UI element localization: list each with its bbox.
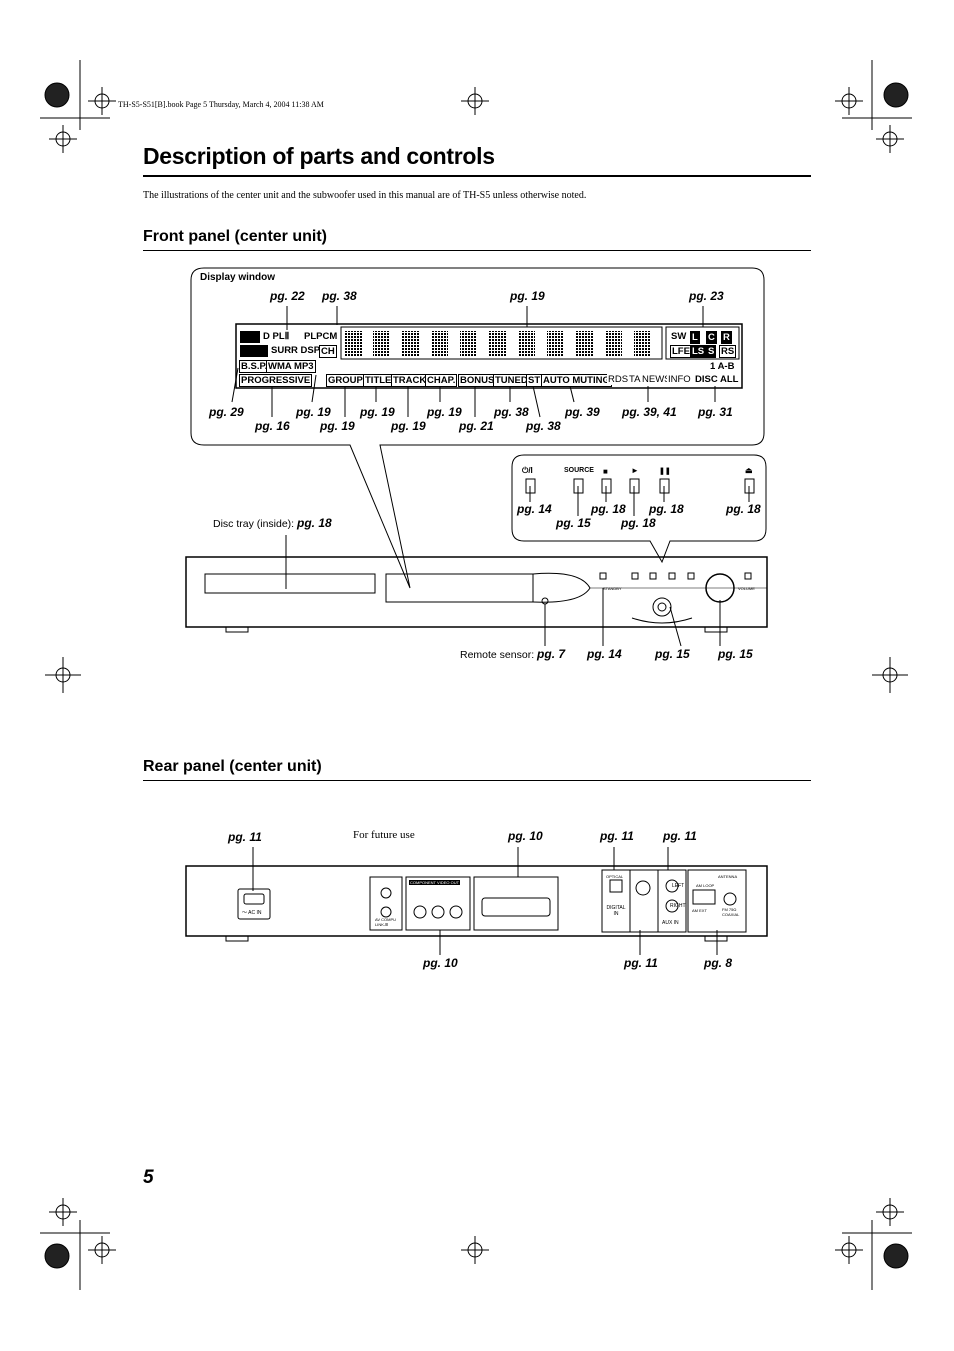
ref-pg19-b: pg. 19: [360, 405, 395, 419]
ref-pg38-b: pg. 38: [526, 419, 561, 433]
ref-rear-pg10-a: pg. 10: [508, 829, 543, 843]
indicator-ls: LS: [690, 345, 707, 358]
ref-rear-pg11-d: pg. 11: [624, 956, 658, 970]
ref-pg16: pg. 16: [255, 419, 290, 433]
remote-sensor-label: Remote sensor: pg. 7: [460, 647, 566, 661]
am-ext-label: AM EXT: [692, 908, 707, 913]
eject-button-label: ⏏: [745, 466, 753, 475]
ref-pg38: pg. 38: [322, 289, 357, 303]
power-button-label: ⏻/I: [522, 466, 533, 475]
indicator-wma-mp3: WMA MP3: [266, 360, 316, 373]
ref-btn-pg18-b: pg. 18: [649, 502, 684, 516]
optical-label: OPTICAL: [606, 874, 624, 879]
indicator-l: L: [690, 331, 700, 344]
ref-pg22: pg. 22: [270, 289, 305, 303]
am-loop-label: AM LOOP: [696, 883, 715, 888]
ref-pg31: pg. 31: [698, 405, 733, 419]
rear-heading-rule: [143, 780, 811, 781]
indicator-chap: CHAP.: [425, 374, 458, 387]
indicator-disc-all: DISC ALL: [694, 374, 740, 385]
ref-pg29: pg. 29: [209, 405, 244, 419]
indicator-repeat: 1 A-B: [709, 361, 736, 372]
ref-pg19-c: pg. 19: [427, 405, 462, 419]
indicator-rds: RDS: [607, 374, 630, 385]
ref-rear-pg11-b: pg. 11: [600, 829, 634, 843]
stop-button-label: ■: [603, 467, 608, 476]
ref-standby-pg14: pg. 14: [587, 647, 622, 661]
indicator-c: C: [706, 331, 717, 344]
antenna-label: ANTENNA: [718, 874, 738, 879]
source-button-label: SOURCE: [564, 467, 594, 474]
indicator-dplii: D PLⅡ: [262, 331, 291, 342]
ref-pg39-41: pg. 39, 41: [622, 405, 677, 419]
aux-in-label: AUX IN: [662, 920, 679, 926]
ac-in-label: ～ AC IN: [242, 910, 262, 916]
page-title: Description of parts and controls: [143, 143, 495, 169]
ref-pg19: pg. 19: [510, 289, 545, 303]
page-number: 5: [143, 1167, 154, 1188]
indicator-ch: CH: [319, 345, 337, 358]
ref-pg39: pg. 39: [565, 405, 600, 419]
digital-in-label: DIGITAL IN: [606, 905, 626, 917]
ref-pg23: pg. 23: [689, 289, 724, 303]
indicator-plpcm: PLPCM: [303, 331, 339, 342]
ref-btn-pg18-d: pg. 18: [621, 516, 656, 530]
av-compu-label: AV COMPU LINK-Ⅲ: [375, 917, 397, 927]
left-label: LEFT: [672, 883, 685, 889]
ref-rear-pg10-b: pg. 10: [423, 956, 458, 970]
ref-volume-pg15: pg. 15: [718, 647, 753, 661]
ref-btn-pg18-c: pg. 18: [726, 502, 761, 516]
rear-panel-heading: Rear panel (center unit): [143, 758, 322, 775]
future-use-label: For future use: [353, 829, 415, 841]
right-label: RIGHT: [670, 903, 686, 909]
ref-pg19-e: pg. 19: [391, 419, 426, 433]
standby-label: STANDBY: [603, 586, 622, 591]
front-panel-heading: Front panel (center unit): [143, 228, 327, 245]
play-button-label: ►: [631, 466, 639, 475]
indicator-ta: TA: [628, 374, 642, 385]
indicator-s: S: [706, 345, 717, 358]
ref-rear-pg8: pg. 8: [704, 956, 733, 970]
ref-btn-pg14: pg. 14: [517, 502, 552, 516]
indicator-info: INFO: [667, 374, 692, 385]
disc-tray-label: Disc tray (inside): pg. 18: [213, 516, 332, 530]
display-window-label: Display window: [200, 272, 276, 283]
fm-label: FM 75Ω COAXIAL: [722, 907, 740, 917]
ref-rear-pg11-c: pg. 11: [663, 829, 697, 843]
intro-text: The illustrations of the center unit and…: [143, 190, 587, 201]
ref-phones-pg15: pg. 15: [655, 647, 690, 661]
front-heading-rule: [143, 250, 811, 251]
file-header-line: TH-S5-S51[B].book Page 5 Thursday, March…: [118, 100, 324, 109]
indicator-r: R: [721, 331, 732, 344]
ref-rear-pg11-a: pg. 11: [228, 830, 262, 844]
ref-pg19-d: pg. 19: [320, 419, 355, 433]
indicator-news: NEWS: [641, 374, 672, 385]
indicator-sw: SW: [670, 331, 688, 342]
volume-label: VOLUME: [738, 586, 755, 591]
pause-button-label: ❚❚: [659, 468, 671, 475]
ref-pg21: pg. 21: [459, 419, 494, 433]
ref-pg19-a: pg. 19: [296, 405, 331, 419]
ref-btn-pg18-a: pg. 18: [591, 502, 626, 516]
title-rule: [143, 175, 811, 177]
indicator-rs: RS: [719, 345, 737, 358]
ref-pg38-a: pg. 38: [494, 405, 529, 419]
component-video-label: COMPONENT VIDEO OUT: [409, 880, 461, 885]
ref-btn-pg15: pg. 15: [556, 516, 591, 530]
indicator-surr-dsp: SURR DSP: [270, 345, 322, 356]
indicator-progressive: PROGRESSIVE: [239, 374, 313, 387]
